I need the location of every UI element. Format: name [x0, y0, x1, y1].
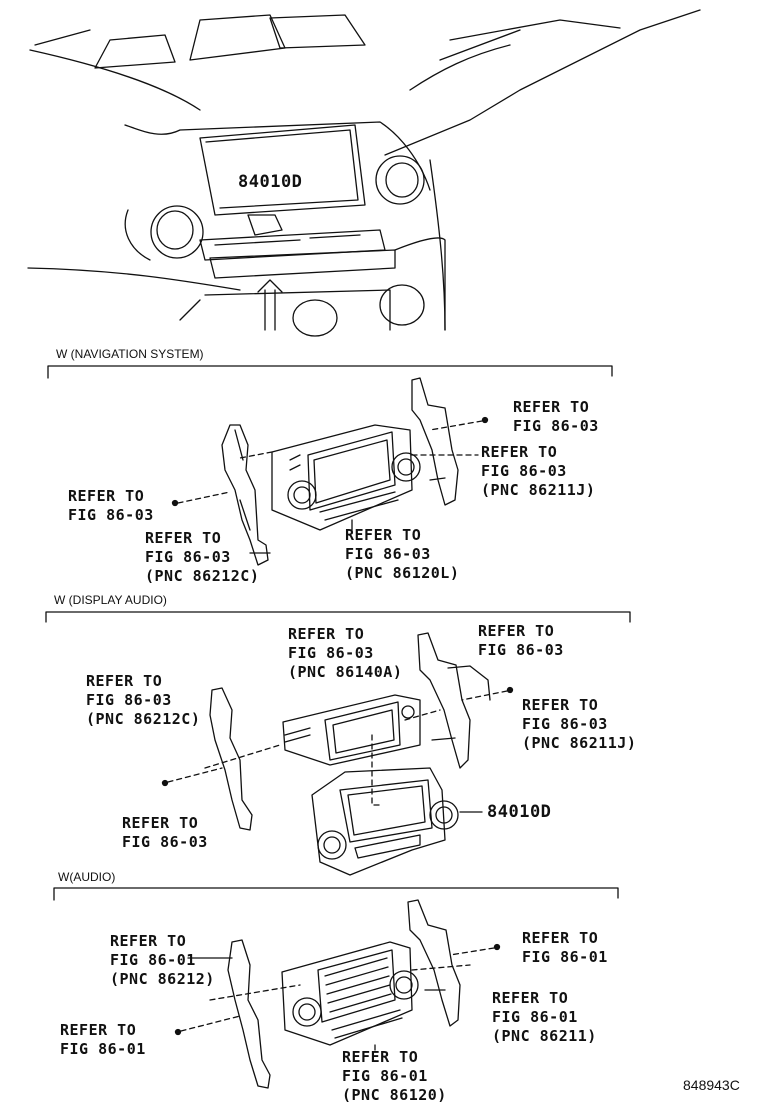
navigation-section-illustration — [47, 365, 613, 566]
display-audio-part-number: 84010D — [487, 802, 552, 822]
audio-section-illustration — [53, 887, 619, 1089]
navigation-section-title: W (NAVIGATION SYSTEM) — [56, 347, 204, 361]
audio-section-title: W(AUDIO) — [58, 870, 116, 884]
display-audio-section-title: W (DISPLAY AUDIO) — [54, 593, 167, 607]
overview-part-number: 84010D — [238, 172, 303, 192]
display-audio-section-illustration — [45, 611, 631, 876]
dashboard-overview-illustration — [27, 9, 701, 337]
diagram-code: 848943C — [683, 1077, 740, 1093]
